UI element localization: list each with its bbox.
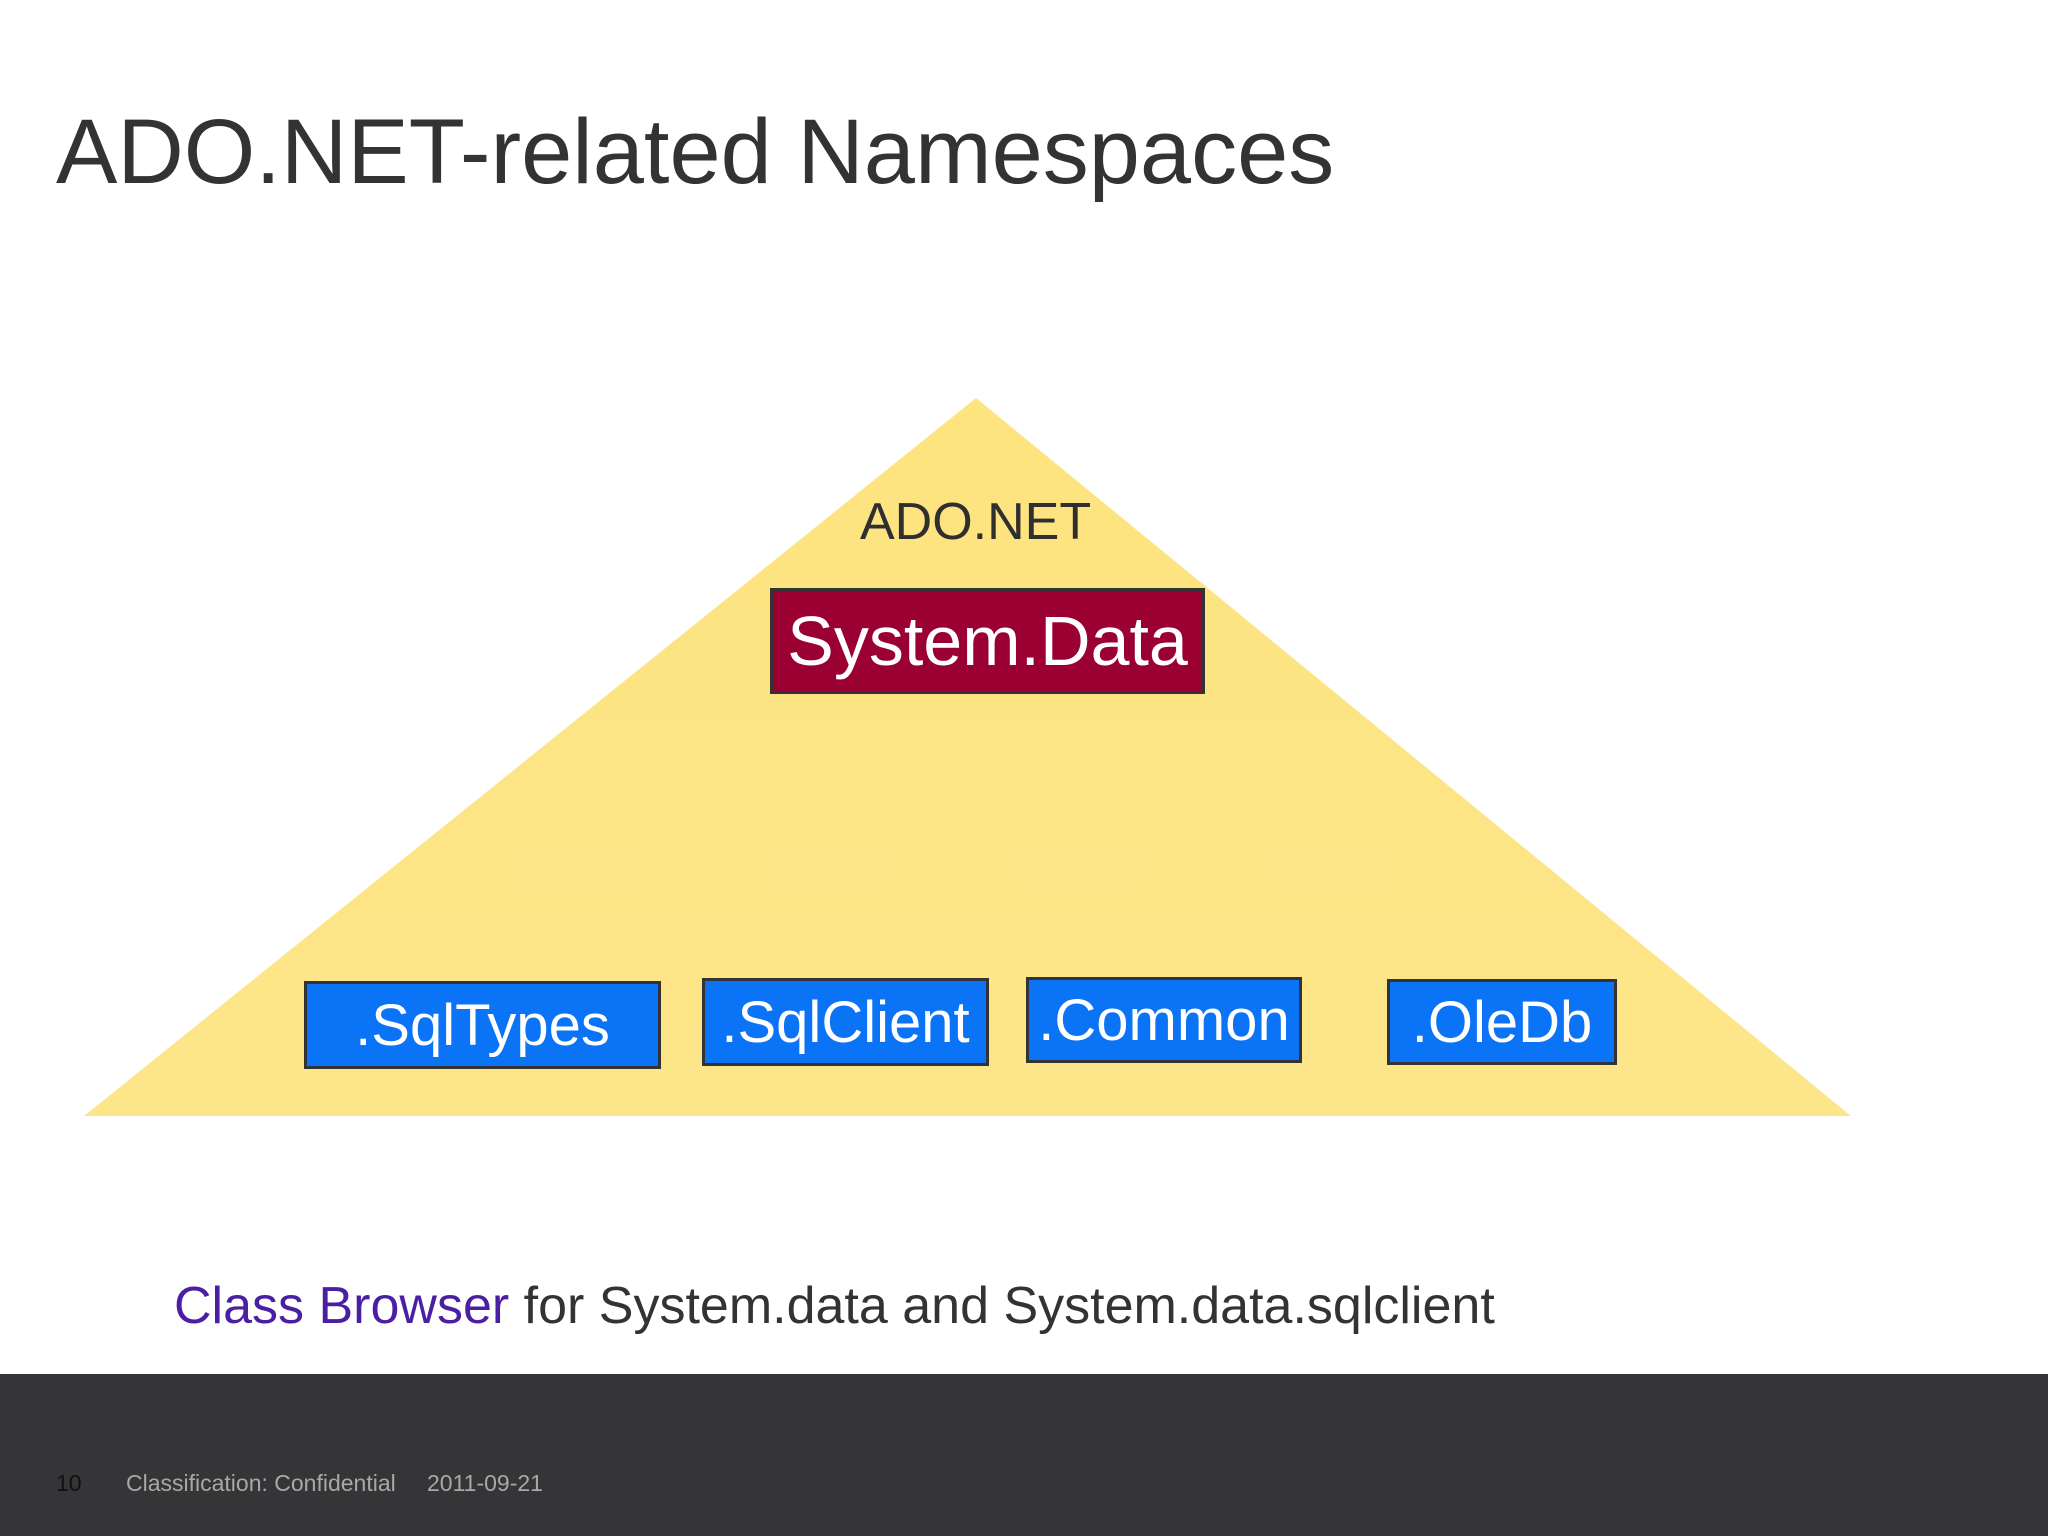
system-data-box: System.Data bbox=[770, 588, 1205, 694]
caption-rest: for System.data and System.data.sqlclien… bbox=[509, 1277, 1495, 1335]
oledb-box: .OleDb bbox=[1387, 979, 1617, 1065]
sqlclient-box: .SqlClient bbox=[702, 978, 989, 1066]
footer-bar bbox=[0, 1374, 2048, 1536]
pyramid-triangle bbox=[84, 398, 1851, 1116]
sqltypes-box: .SqlTypes bbox=[304, 981, 661, 1069]
pyramid-label: ADO.NET bbox=[860, 493, 1092, 551]
caption: Class Browser for System.data and System… bbox=[174, 1276, 1495, 1336]
common-box: .Common bbox=[1026, 977, 1302, 1063]
slide-date: 2011-09-21 bbox=[427, 1470, 543, 1496]
class-browser-link[interactable]: Class Browser bbox=[174, 1277, 510, 1335]
slide-title: ADO.NET-related Namespaces bbox=[56, 101, 1335, 203]
classification-label: Classification: Confidential bbox=[126, 1470, 396, 1496]
page-number: 10 bbox=[56, 1470, 82, 1496]
